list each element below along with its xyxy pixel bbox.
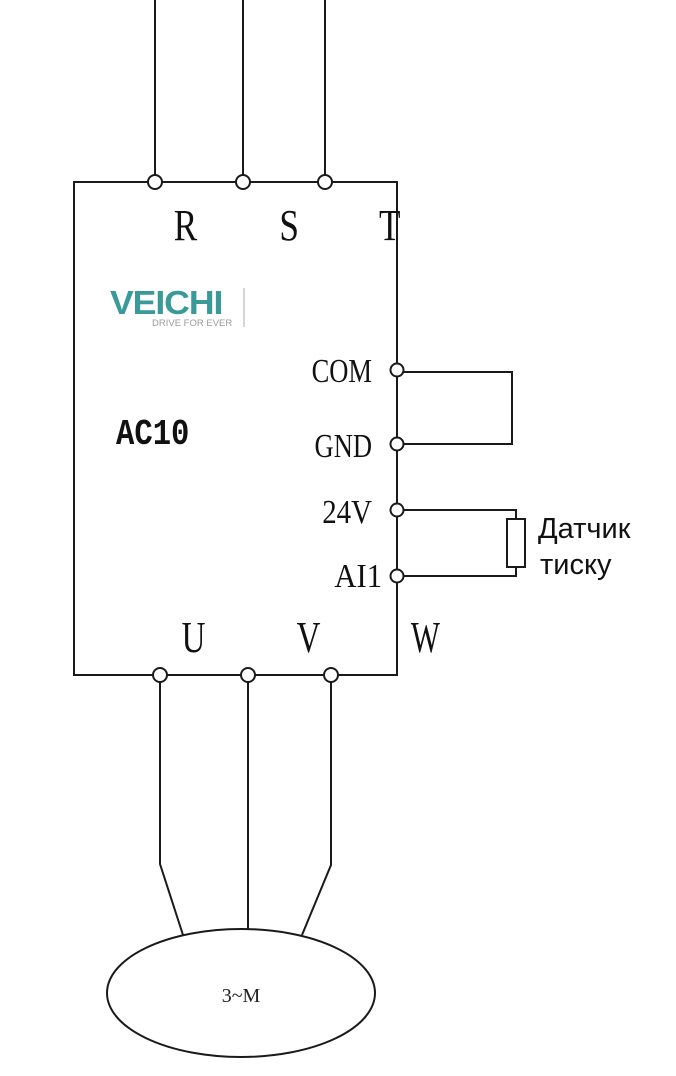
label-t: T: [379, 200, 401, 250]
motor: 3~M: [106, 928, 376, 1058]
label-gnd: GND: [315, 427, 372, 465]
terminal-v: [240, 667, 256, 683]
brand-tagline: DRIVE FOR EVER: [152, 318, 232, 329]
label-r: R: [174, 200, 198, 250]
sensor-label-line2: тиску: [540, 549, 612, 581]
label-ai1: AI1: [334, 557, 382, 595]
wire-w: [301, 682, 332, 936]
terminal-u: [152, 667, 168, 683]
terminal-ai1: [389, 568, 405, 584]
terminal-24v: [389, 502, 405, 518]
output-terminals: [152, 667, 339, 683]
sensor-symbol: [506, 518, 526, 568]
terminal-com: [389, 362, 405, 378]
wire-24v-sensor: [404, 509, 517, 519]
label-u: U: [182, 614, 206, 663]
terminal-w: [323, 667, 339, 683]
output-terminal-labels: U V W: [182, 614, 440, 663]
motor-wires: [159, 682, 332, 936]
supply-wires: [154, 0, 326, 175]
control-terminal-labels: COM GND 24V AI1: [312, 352, 382, 594]
motor-symbol: [106, 928, 376, 1058]
terminal-s: [235, 174, 251, 190]
control-terminals: [389, 362, 405, 584]
label-w: W: [411, 614, 440, 663]
input-terminals: R S T: [147, 174, 401, 250]
pressure-sensor: Датчик тиску: [404, 509, 631, 581]
wire-u: [159, 682, 184, 936]
brand-name: VEICHI: [110, 285, 222, 322]
motor-label: 3~M: [222, 985, 261, 1007]
label-24v: 24V: [322, 493, 372, 531]
terminal-r: [147, 174, 163, 190]
label-s: S: [279, 200, 299, 250]
brand-logo: VEICHI DRIVE FOR EVER: [110, 285, 245, 329]
sensor-label-line1: Датчик: [538, 513, 631, 545]
wire-ai1-sensor: [404, 567, 517, 577]
label-com: COM: [312, 352, 372, 390]
label-v: V: [297, 614, 321, 663]
terminal-gnd: [389, 436, 405, 452]
device-model: AC10: [116, 415, 189, 456]
com-gnd-jumper: [404, 371, 513, 445]
terminal-t: [317, 174, 333, 190]
